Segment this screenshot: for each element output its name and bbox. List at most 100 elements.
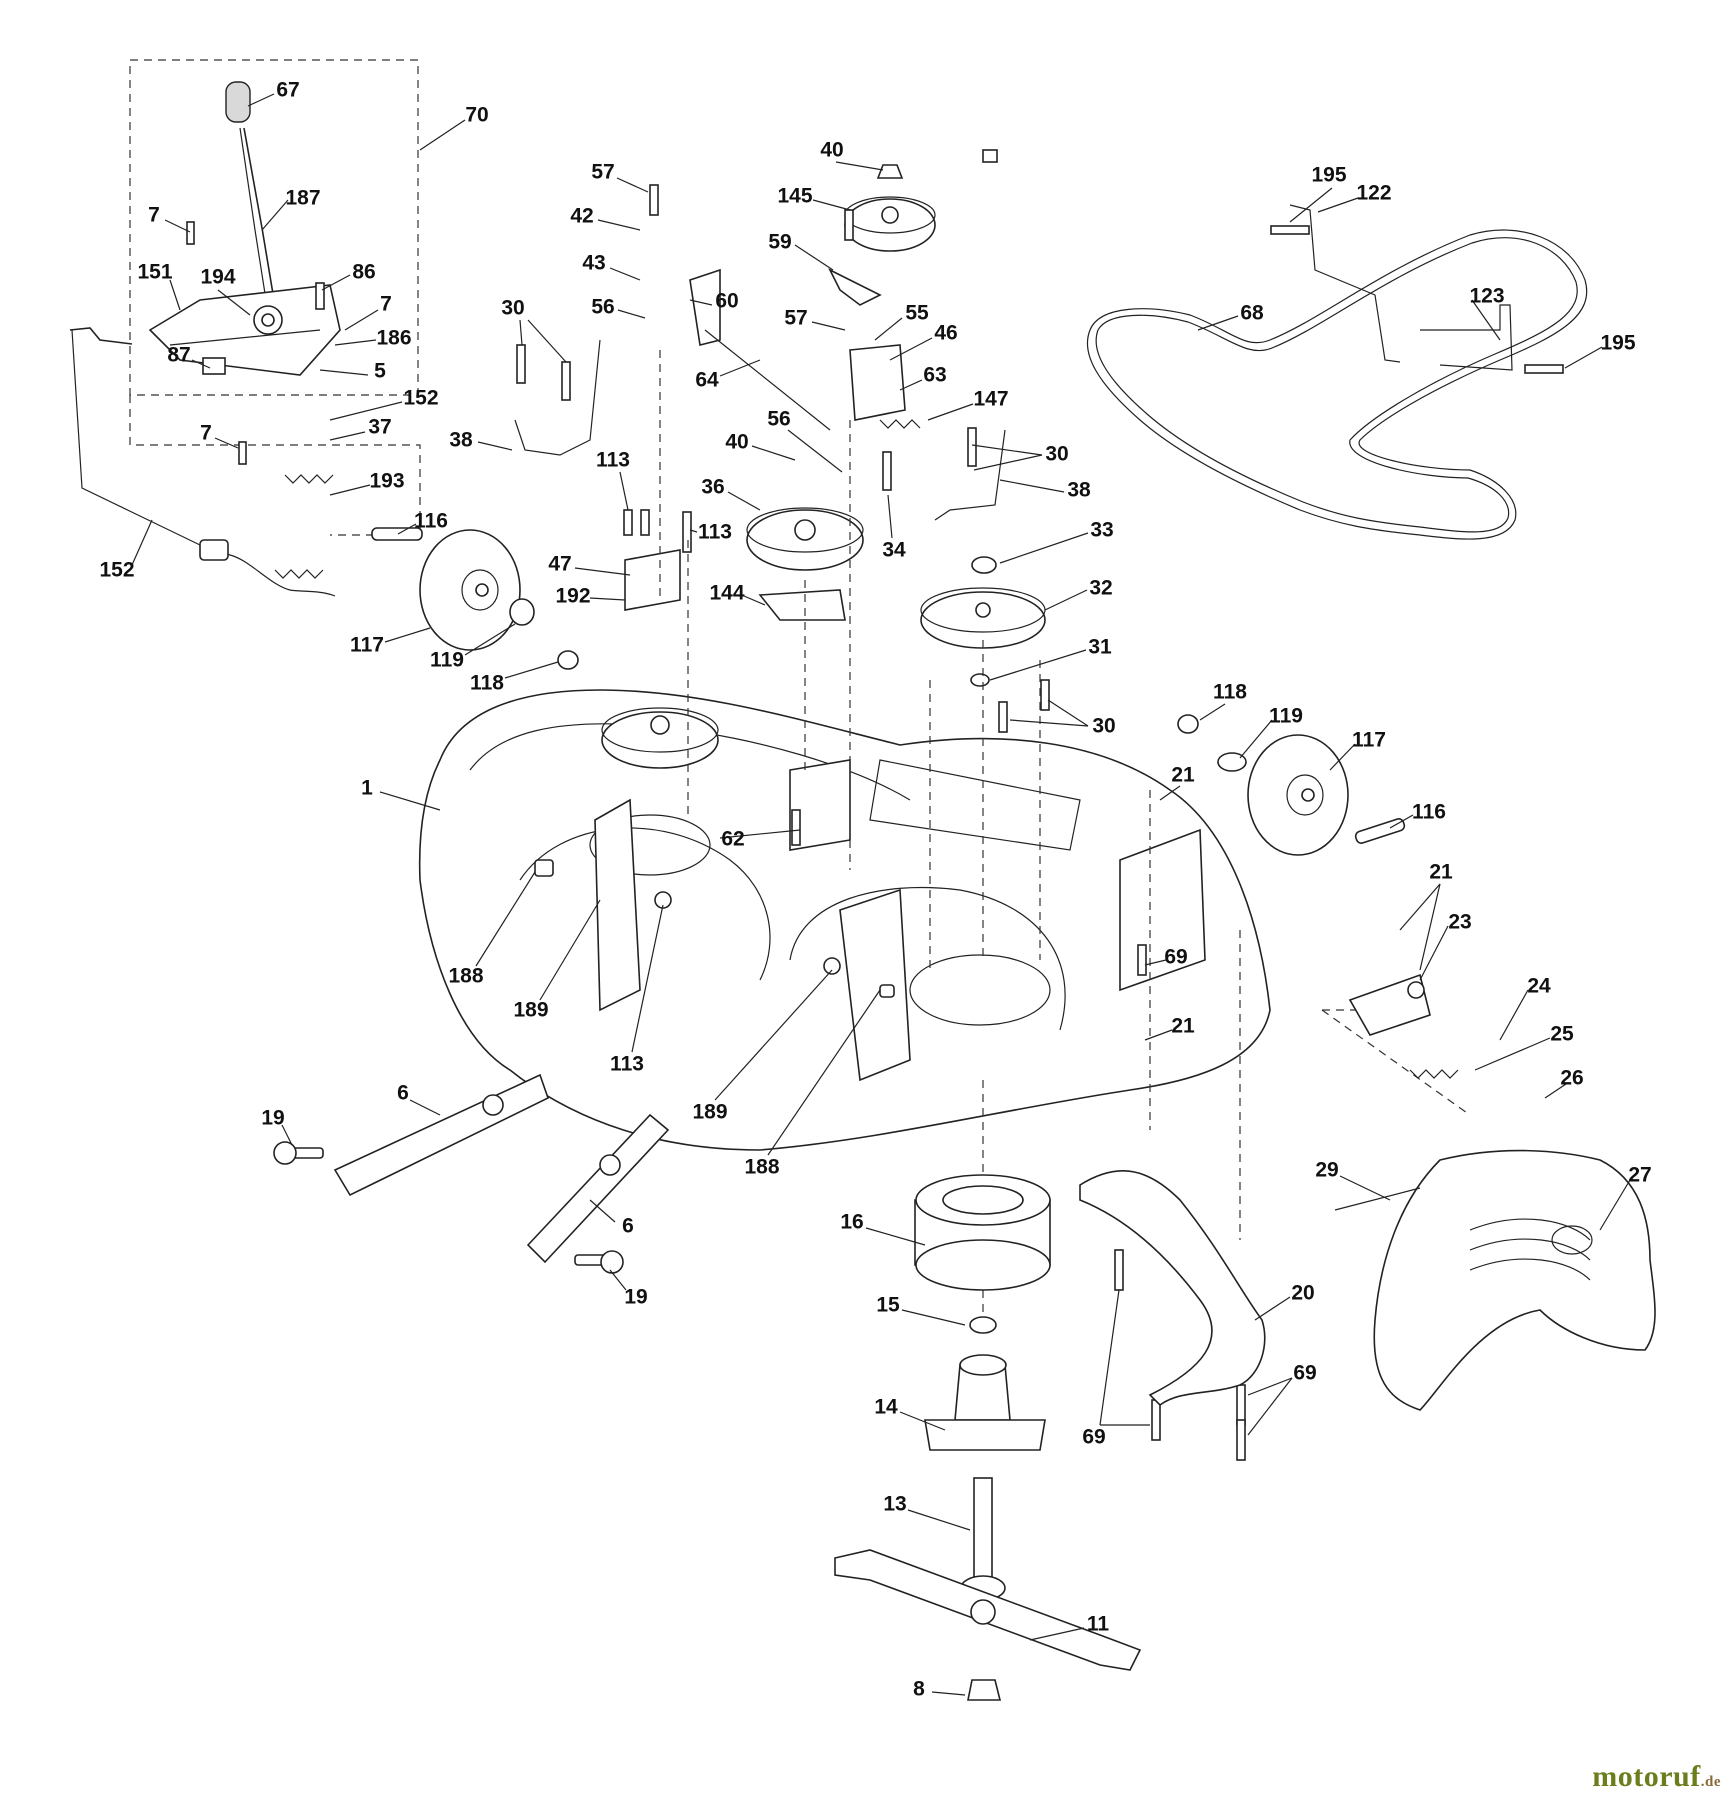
part-callout-11: 11: [1086, 1612, 1110, 1636]
part-callout-29: 29: [1315, 1158, 1339, 1182]
part-callout-113: 113: [610, 1052, 644, 1076]
part-callout-87: 87: [167, 343, 191, 367]
part-callout-7: 7: [200, 421, 212, 445]
part-callout-118: 118: [470, 671, 504, 695]
part-callout-32: 32: [1089, 576, 1113, 600]
deck-pulleys: [601, 164, 1046, 769]
lift-lever-assembly: [148, 81, 341, 465]
part-callout-7: 7: [148, 203, 160, 227]
part-callout-187: 187: [285, 186, 321, 210]
part-callout-63: 63: [923, 363, 947, 387]
part-callout-188: 188: [744, 1155, 780, 1179]
part-callout-152: 152: [99, 558, 135, 582]
part-callout-119: 119: [1269, 704, 1303, 728]
part-callout-13: 13: [883, 1492, 907, 1516]
part-callout-144: 144: [709, 581, 745, 605]
part-callout-23: 23: [1448, 910, 1472, 934]
part-callout-113: 113: [698, 520, 732, 544]
part-callout-55: 55: [905, 301, 929, 325]
part-callout-47: 47: [548, 552, 572, 576]
part-callout-25: 25: [1550, 1022, 1574, 1046]
part-callout-194: 194: [200, 265, 236, 289]
part-callout-27: 27: [1628, 1163, 1652, 1187]
part-callout-152: 152: [403, 386, 439, 410]
deck-support: [1079, 1170, 1266, 1407]
part-callout-24: 24: [1527, 974, 1551, 998]
part-callout-192: 192: [555, 584, 591, 608]
callout-leaders: [131, 93, 1631, 1696]
part-callout-60: 60: [715, 289, 739, 313]
part-callout-70: 70: [465, 103, 489, 127]
part-callout-30: 30: [501, 296, 525, 320]
part-callout-57: 57: [591, 160, 615, 184]
part-callout-86: 86: [352, 260, 376, 284]
part-callout-42: 42: [570, 204, 594, 228]
part-callout-186: 186: [376, 326, 412, 350]
part-callout-5: 5: [374, 359, 386, 383]
part-callout-189: 189: [692, 1100, 728, 1124]
part-callout-21: 21: [1429, 860, 1453, 884]
part-callout-26: 26: [1560, 1066, 1584, 1090]
discharge-chute: [1334, 1149, 1656, 1411]
part-callout-147: 147: [973, 387, 1009, 411]
part-callout-62: 62: [721, 827, 745, 851]
watermark-tld: .de: [1700, 1774, 1721, 1790]
part-callout-59: 59: [768, 230, 792, 254]
part-callout-116: 116: [1412, 800, 1446, 824]
deflector-bracket: [1348, 973, 1459, 1079]
part-callout-67: 67: [276, 78, 300, 102]
idler-arms: [514, 268, 1006, 621]
part-callout-68: 68: [1240, 301, 1264, 325]
part-callout-145: 145: [777, 184, 813, 208]
part-callout-113: 113: [596, 448, 630, 472]
part-callout-117: 117: [1352, 728, 1386, 752]
part-callout-189: 189: [513, 998, 549, 1022]
part-callout-195: 195: [1311, 163, 1347, 187]
part-callout-119: 119: [430, 648, 464, 672]
part-callout-40: 40: [820, 138, 844, 162]
part-callout-123: 123: [1469, 284, 1505, 308]
part-callout-21: 21: [1171, 763, 1195, 787]
part-callout-1: 1: [361, 776, 373, 800]
blade-spindle-stack: [914, 1174, 1051, 1601]
part-callout-116: 116: [414, 509, 448, 533]
part-callout-69: 69: [1082, 1425, 1106, 1449]
part-callout-40: 40: [725, 430, 749, 454]
part-callout-118: 118: [1213, 680, 1247, 704]
part-callout-20: 20: [1291, 1281, 1315, 1305]
part-callout-30: 30: [1045, 442, 1069, 466]
part-callout-195: 195: [1600, 331, 1636, 355]
part-callout-38: 38: [1067, 478, 1091, 502]
part-callout-37: 37: [368, 415, 392, 439]
part-callout-6: 6: [397, 1081, 409, 1105]
lift-cable: [69, 327, 336, 597]
part-callout-7: 7: [380, 292, 392, 316]
part-callout-16: 16: [840, 1210, 864, 1234]
part-callout-38: 38: [449, 428, 473, 452]
part-callout-36: 36: [701, 475, 725, 499]
part-callout-117: 117: [350, 633, 384, 657]
gauge-wheel-left: [371, 527, 579, 670]
part-callout-46: 46: [934, 321, 958, 345]
cutter-blade: [834, 1549, 1142, 1701]
part-callout-19: 19: [261, 1106, 285, 1130]
part-callout-151: 151: [137, 260, 173, 284]
part-callout-30: 30: [1092, 714, 1116, 738]
part-callout-43: 43: [582, 251, 606, 275]
gauge-wheel-right: [1177, 714, 1406, 856]
part-callout-6: 6: [622, 1214, 634, 1238]
part-callout-122: 122: [1356, 181, 1392, 205]
part-callout-21: 21: [1171, 1014, 1195, 1038]
alignment-lines: [659, 350, 1471, 1320]
part-callout-34: 34: [882, 538, 906, 562]
part-callout-56: 56: [591, 295, 615, 319]
part-callout-64: 64: [695, 368, 719, 392]
part-callout-8: 8: [913, 1677, 925, 1701]
part-callout-193: 193: [369, 469, 405, 493]
watermark-logo: motoruf.de: [1592, 1760, 1721, 1794]
part-callout-56: 56: [767, 407, 791, 431]
part-callout-188: 188: [448, 964, 484, 988]
part-callout-69: 69: [1293, 1361, 1317, 1385]
